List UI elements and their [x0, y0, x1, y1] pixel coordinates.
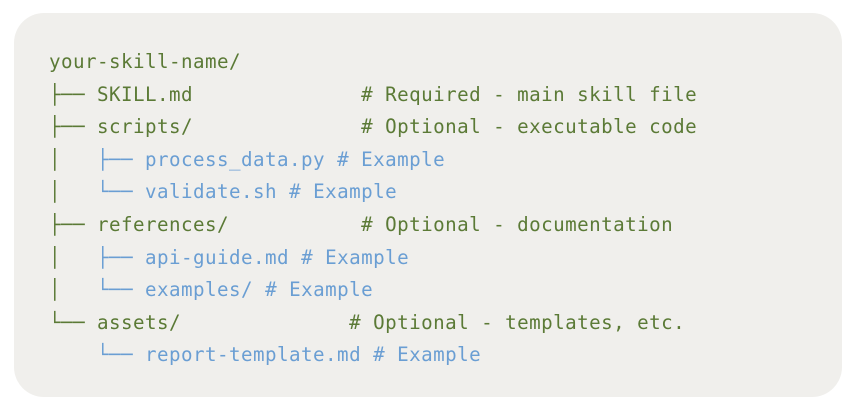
comment: # Example — [337, 147, 446, 171]
file-name: SKILL.md — [97, 82, 194, 106]
spacing — [277, 180, 289, 203]
file-name: validate.sh — [145, 180, 278, 204]
spacing — [325, 148, 337, 171]
tree-vertical-glyph: │ — [49, 245, 98, 269]
comment: # Optional - executable code — [361, 115, 698, 139]
tree-line-assets: └── assets/ # Optional - templates, etc. — [49, 307, 697, 340]
tree-line-scripts: ├── scripts/ # Optional - executable cod… — [49, 111, 697, 144]
code-block-card: your-skill-name/ ├── SKILL.md # Required … — [14, 13, 842, 397]
tree-vertical-glyph: │ — [49, 180, 98, 204]
root-folder-name: your-skill-name/ — [49, 50, 242, 73]
spacing — [193, 115, 361, 138]
file-name: process_data.py — [145, 147, 326, 171]
tree-branch-glyph: └── — [49, 310, 98, 334]
folder-name: examples/ — [145, 278, 254, 302]
file-name: report-template.md — [145, 343, 362, 367]
tree-vertical-glyph: │ — [49, 147, 98, 171]
tree-line-examples: │ └── examples/ # Example — [49, 274, 697, 307]
comment: # Example — [289, 180, 398, 204]
spacing — [193, 83, 361, 106]
tree-branch-glyph: ├── — [97, 147, 146, 171]
tree-line-api-guide: │ ├── api-guide.md # Example — [49, 242, 697, 275]
comment: # Required - main skill file — [361, 82, 698, 106]
tree-line-process-data: │ ├── process_data.py # Example — [49, 144, 697, 177]
spacing — [289, 246, 301, 269]
tree-branch-glyph: └── — [97, 343, 146, 367]
tree-vertical-glyph: │ — [49, 278, 98, 302]
comment: # Example — [301, 245, 410, 269]
spacing — [229, 213, 361, 236]
tree-line-references: ├── references/ # Optional - documentati… — [49, 209, 697, 242]
comment: # Optional - templates, etc. — [349, 310, 686, 334]
tree-branch-glyph: ├── — [49, 82, 98, 106]
comment: # Optional - documentation — [361, 212, 674, 236]
folder-name: assets/ — [97, 310, 182, 334]
tree-root-line: your-skill-name/ — [49, 46, 697, 79]
comment: # Example — [265, 278, 374, 302]
tree-branch-glyph: ├── — [49, 212, 98, 236]
tree-branch-glyph: ├── — [97, 245, 146, 269]
tree-line-report-template: └── report-template.md # Example — [49, 339, 697, 372]
tree-branch-glyph: └── — [97, 278, 146, 302]
tree-branch-glyph: ├── — [49, 115, 98, 139]
spacing — [253, 278, 265, 301]
tree-indent — [49, 343, 97, 366]
spacing — [361, 343, 373, 366]
tree-line-skill-md: ├── SKILL.md # Required - main skill fil… — [49, 79, 697, 112]
tree-line-validate: │ └── validate.sh # Example — [49, 176, 697, 209]
comment: # Example — [373, 343, 482, 367]
directory-tree-code: your-skill-name/ ├── SKILL.md # Required … — [49, 46, 697, 372]
tree-branch-glyph: └── — [97, 180, 146, 204]
folder-name: references/ — [97, 212, 230, 236]
file-name: api-guide.md — [145, 245, 290, 269]
spacing — [181, 311, 349, 334]
folder-name: scripts/ — [97, 115, 194, 139]
